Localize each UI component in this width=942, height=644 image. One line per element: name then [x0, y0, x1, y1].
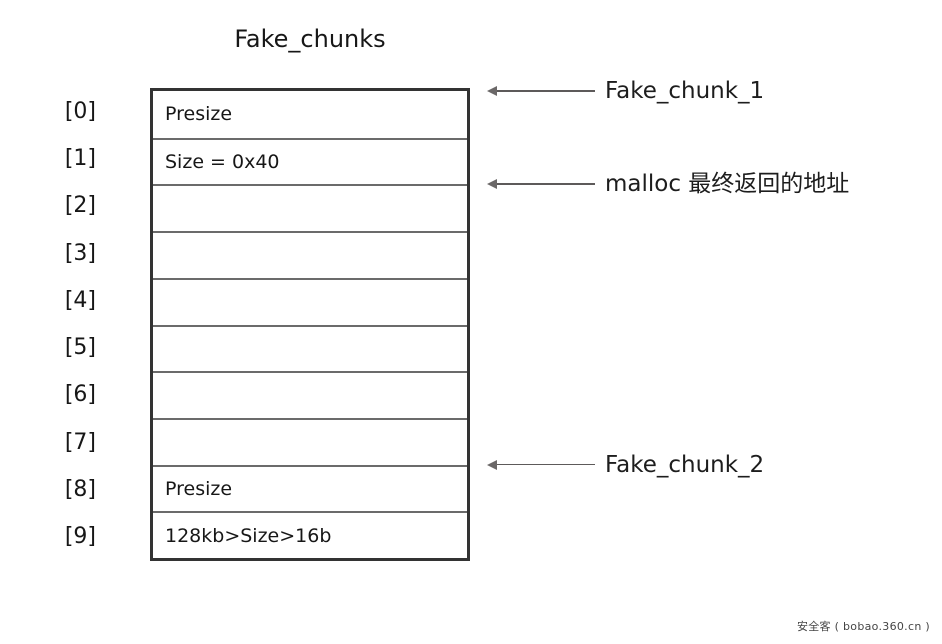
arrow-head: [487, 86, 497, 96]
index-label-column: [0] [1] [2] [3] [4] [5] [6] [7] [8] [9]: [40, 88, 140, 561]
chunk-cell-value: 128kb>Size>16b: [165, 524, 332, 547]
page-title: Fake_chunks: [234, 25, 386, 53]
left-arrow-icon: [487, 178, 595, 190]
callout-1: Fake_chunk_1: [487, 76, 764, 106]
table-row: Presize: [153, 91, 467, 138]
index-label-6: [6]: [64, 382, 96, 408]
index-label-0: [0]: [64, 98, 96, 124]
watermark: 安全客 ( bobao.360.cn ): [796, 620, 930, 633]
chunk-cell-value: Presize: [165, 103, 233, 126]
index-label-8: [8]: [64, 477, 96, 503]
table-row: [153, 417, 467, 465]
left-arrow-icon: [487, 85, 595, 97]
index-label-4: [4]: [64, 287, 96, 313]
index-label-9: [9]: [64, 524, 96, 550]
table-row: [153, 231, 467, 278]
table-row: [153, 184, 467, 232]
callout-label: Fake_chunk_1: [605, 78, 765, 104]
left-arrow-icon: [487, 459, 595, 471]
arrow-head: [487, 459, 497, 470]
index-label-7: [7]: [64, 429, 96, 455]
callout-2: malloc 最终返回的地址: [487, 169, 849, 199]
table-row: [153, 324, 467, 372]
callout-label: Fake_chunk_2: [605, 451, 765, 478]
arrow-head: [487, 179, 497, 190]
chunk-cell-value: Size = 0x40: [165, 151, 280, 174]
table-row: 128kb>Size>16b: [153, 511, 467, 558]
callout-label: malloc 最终返回的地址: [605, 171, 850, 198]
callout-3: Fake_chunk_2: [487, 450, 764, 480]
arrow-shaft: [496, 90, 595, 92]
index-label-3: [3]: [64, 240, 96, 266]
chunk-cell-value: Presize: [165, 477, 233, 500]
index-label-2: [2]: [64, 193, 96, 219]
arrow-shaft: [496, 183, 595, 185]
index-label-1: [1]: [64, 145, 96, 171]
table-row: [153, 277, 467, 325]
table-row: Presize: [153, 464, 467, 512]
table-row: Size = 0x40: [153, 137, 467, 185]
index-label-5: [5]: [64, 335, 96, 361]
arrow-shaft: [496, 463, 595, 466]
table-row: [153, 371, 467, 418]
